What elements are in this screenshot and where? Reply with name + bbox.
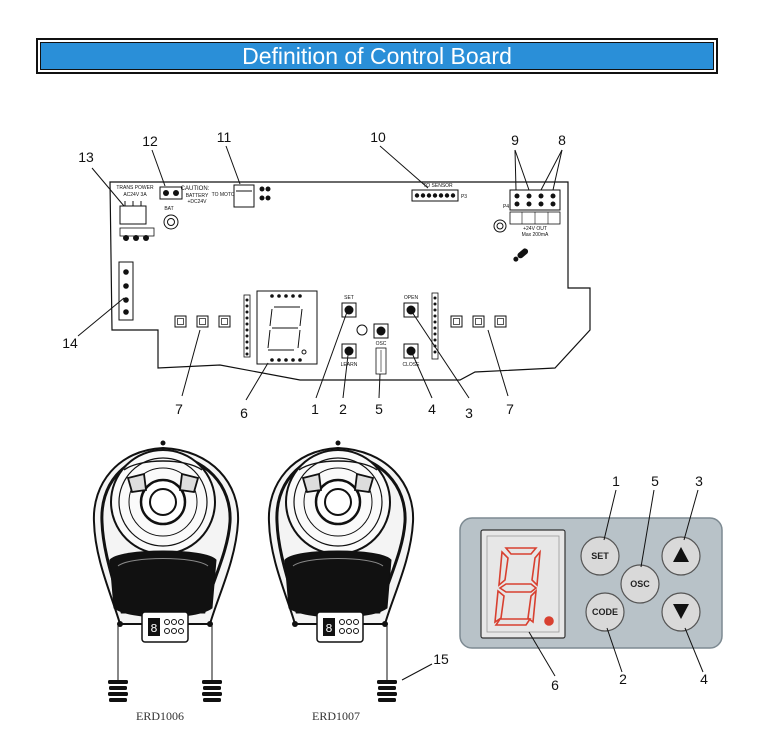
pcb-callouts	[77, 145, 563, 401]
right-led-group	[450, 315, 507, 328]
title-banner-fill: Definition of Control Board	[40, 42, 714, 70]
dc24v-label: +DC24V	[187, 199, 207, 205]
left-led-group	[174, 315, 231, 328]
keypad-callouts	[528, 489, 704, 677]
callout-1: 1	[311, 401, 319, 417]
left-cable-plug-b	[202, 680, 222, 702]
p4-label: P4	[503, 204, 509, 210]
title-banner: Definition of Control Board	[36, 38, 718, 74]
bat-label: BAT	[164, 206, 173, 212]
up-arrow-icon	[673, 547, 689, 562]
callout-7-left: 7	[175, 401, 183, 417]
callout-12: 12	[142, 133, 158, 149]
keypad-callout-4: 4	[700, 671, 708, 687]
to-motor-label: TO MOTOR	[212, 192, 239, 198]
ac24v-label: AC24V 3A	[123, 192, 147, 198]
page-title: Definition of Control Board	[242, 42, 512, 69]
p3-label: P3	[461, 194, 467, 200]
pcb-open-button: OPEN	[403, 295, 419, 318]
osc-button-label: OSC	[630, 579, 650, 589]
callout-14: 14	[62, 335, 78, 351]
left-pin-header	[243, 294, 251, 358]
pcb-osc-label: OSC	[376, 341, 387, 347]
down-arrow-icon	[673, 604, 689, 619]
pcb-led	[513, 248, 529, 262]
io-terminal-block: P4 +24V OUT Max 200mA	[493, 189, 561, 262]
callout-9: 9	[511, 132, 519, 148]
callout-2: 2	[339, 401, 347, 417]
left-cable-plug-a	[108, 680, 128, 702]
pcb-open-label: OPEN	[404, 295, 419, 301]
callout-4: 4	[428, 401, 436, 417]
to-sensor-label: TO SENSOR	[423, 183, 453, 189]
set-button[interactable]: SET	[580, 536, 620, 576]
control-board: TRANS POWER AC24V 3A BAT CAUTION: BATTER…	[109, 181, 591, 381]
pcb-close-button: CLOSE	[403, 343, 421, 368]
keypad-digit-display	[494, 547, 554, 626]
right-cable-plug	[377, 680, 397, 702]
pcb-outline	[109, 181, 591, 381]
pcb-learn-label: LEARN	[341, 362, 358, 368]
model-label-erd1007: ERD1007	[312, 709, 360, 723]
keypad-callout-1: 1	[612, 473, 620, 489]
caution-label: CAUTION:	[181, 186, 210, 192]
opener-unit-erd1007: 8	[267, 440, 415, 702]
motor-connector: TO MOTOR	[212, 184, 271, 208]
down-button[interactable]	[661, 592, 701, 632]
set-button-label: SET	[591, 551, 609, 561]
pcb-seven-segment-display	[256, 290, 318, 365]
dc24v-out-label: +24V OUT	[523, 226, 547, 232]
opener-unit-erd1006: 8	[92, 440, 240, 702]
svg-text:8: 8	[325, 622, 332, 636]
keypad-callout-6: 6	[551, 677, 559, 693]
trans-power-label: TRANS POWER	[116, 185, 154, 191]
callout-5: 5	[375, 401, 383, 417]
code-button[interactable]: CODE	[585, 592, 625, 632]
battery-label: BATTERY	[186, 193, 209, 199]
side-connector	[118, 261, 134, 321]
right-pin-header	[431, 292, 439, 360]
pcb-set-label: SET	[344, 295, 354, 301]
trans-power-terminal: TRANS POWER AC24V 3A	[116, 185, 155, 241]
callout-6: 6	[240, 405, 248, 421]
keypad-panel: SET CODE OSC	[459, 517, 723, 649]
pcb-close-label: CLOSE	[403, 362, 421, 368]
pcb-osc-button: OSC	[356, 323, 389, 375]
callout-13: 13	[78, 149, 94, 165]
keypad-callout-2: 2	[619, 671, 627, 687]
keypad-callout-5: 5	[651, 473, 659, 489]
sensor-connector: TO SENSOR P3	[411, 183, 467, 202]
callout-3: 3	[465, 405, 473, 421]
pcb-set-button: SET	[341, 295, 357, 318]
callout-15: 15	[433, 651, 449, 667]
model-label-erd1006: ERD1006	[136, 709, 184, 723]
callout-11: 11	[217, 129, 232, 145]
up-button[interactable]	[661, 536, 701, 576]
svg-text:8: 8	[150, 622, 157, 636]
keypad-callout-3: 3	[695, 473, 703, 489]
osc-button[interactable]: OSC	[620, 564, 660, 604]
code-button-label: CODE	[592, 607, 618, 617]
callout-10: 10	[370, 129, 386, 145]
callout-8: 8	[558, 132, 566, 148]
max-current-label: Max 200mA	[522, 232, 549, 238]
pcb-learn-button: LEARN	[341, 343, 358, 368]
callout-7-right: 7	[506, 401, 514, 417]
battery-terminal: BAT CAUTION: BATTERY +DC24V	[159, 186, 210, 230]
